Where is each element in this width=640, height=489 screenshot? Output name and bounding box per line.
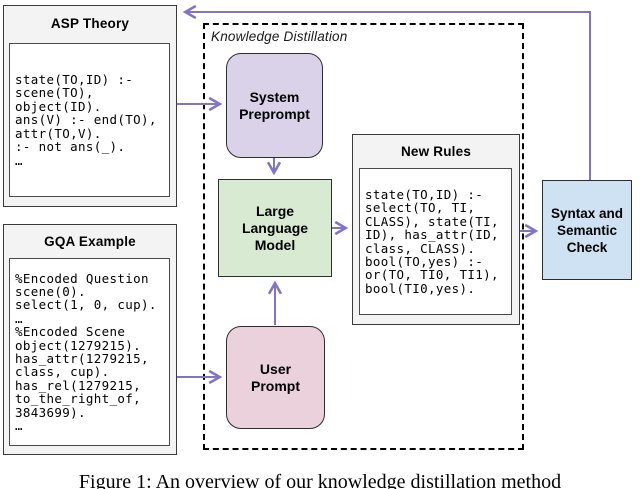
user-prompt-node: User Prompt [226,326,325,429]
asp-theory-title: ASP Theory [50,16,130,31]
asp-theory-code-box: state(TO,ID) :- scene(TO), object(ID). a… [9,43,170,197]
gqa-example-code-box: %Encoded Question scene(0). select(1, 0,… [9,258,170,446]
llm-node: Large Language Model [218,179,332,277]
new-rules-code: state(TO,ID) :- select(TO, TI, CLASS), s… [365,186,499,296]
figure-caption: Figure 1: An overview of our knowledge d… [78,471,562,489]
knowledge-distillation-label: Knowledge Distillation [211,29,348,44]
system-preprompt-node: System Preprompt [226,53,323,158]
new-rules-title: New Rules [400,144,472,159]
asp-theory-box: ASP Theory state(TO,ID) :- scene(TO), ob… [3,5,177,207]
gqa-example-code: %Encoded Question scene(0). select(1, 0,… [15,270,157,434]
asp-theory-code: state(TO,ID) :- scene(TO), object(ID). a… [15,72,157,168]
gqa-example-box: GQA Example %Encoded Question scene(0). … [3,224,177,455]
new-rules-box: New Rules state(TO,ID) :- select(TO, TI,… [352,134,520,325]
syntax-semantic-check-node: Syntax and Semantic Check [542,180,632,280]
new-rules-code-box: state(TO,ID) :- select(TO, TI, CLASS), s… [359,168,512,315]
gqa-example-title: GQA Example [44,234,136,249]
